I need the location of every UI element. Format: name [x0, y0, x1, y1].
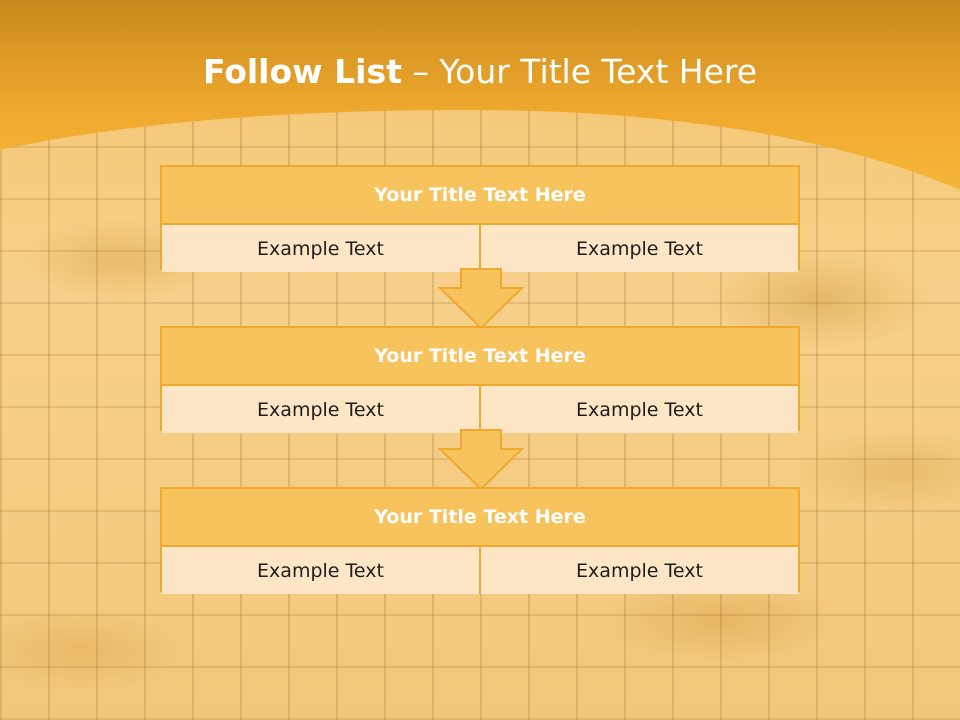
block-right-text: Example Text [479, 386, 798, 433]
slide-title-rest: – Your Title Text Here [401, 52, 758, 91]
block-left-text: Example Text [162, 225, 479, 272]
block-left-text: Example Text [162, 547, 479, 594]
top-banner [0, 0, 960, 190]
block-row: Example Text Example Text [162, 225, 798, 272]
down-arrow-icon [438, 268, 524, 330]
block-row: Example Text Example Text [162, 386, 798, 433]
block-row: Example Text Example Text [162, 547, 798, 594]
block-title: Your Title Text Here [162, 167, 798, 225]
list-block-2: Your Title Text Here Example Text Exampl… [160, 326, 800, 433]
block-right-text: Example Text [479, 225, 798, 272]
block-left-text: Example Text [162, 386, 479, 433]
down-arrow-icon [438, 429, 524, 491]
list-block-3: Your Title Text Here Example Text Exampl… [160, 487, 800, 594]
block-title: Your Title Text Here [162, 328, 798, 386]
slide-title: Follow List – Your Title Text Here [0, 52, 960, 91]
list-block-1: Your Title Text Here Example Text Exampl… [160, 165, 800, 272]
slide-title-bold: Follow List [202, 52, 402, 91]
block-title: Your Title Text Here [162, 489, 798, 547]
block-right-text: Example Text [479, 547, 798, 594]
